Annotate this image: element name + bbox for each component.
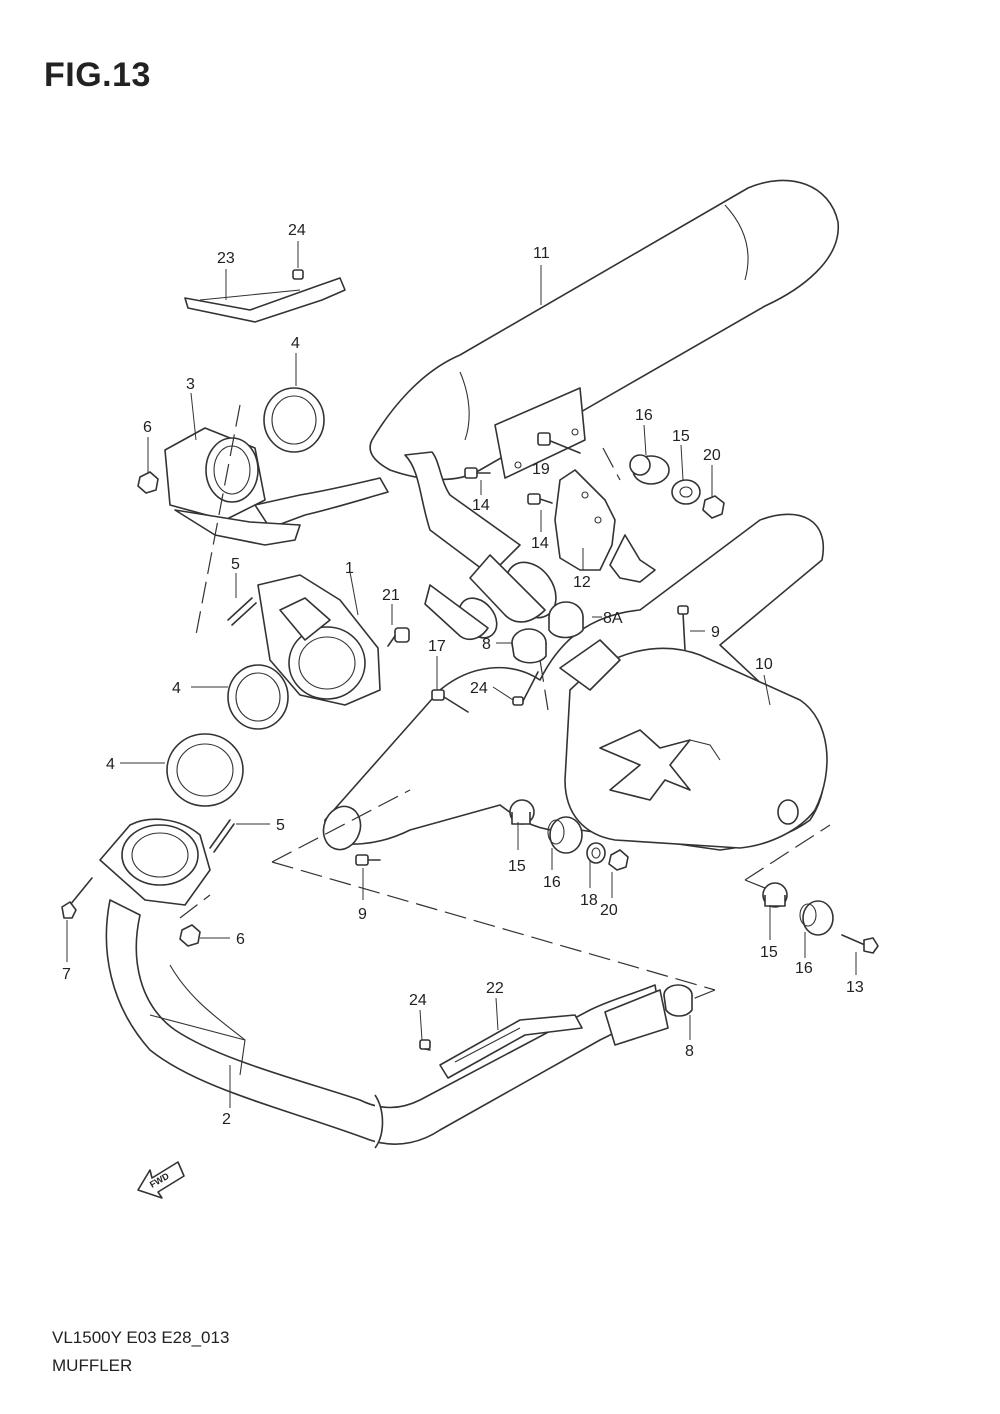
callout-14: 14 [531, 535, 549, 552]
callout-12: 12 [573, 574, 591, 591]
figure-name: MUFFLER [52, 1356, 133, 1375]
callout-21: 21 [382, 587, 400, 604]
callout-20: 20 [703, 447, 721, 464]
part-19-bracket-bolt[interactable] [494, 387, 586, 479]
callout-8: 8 [685, 1043, 694, 1060]
callout-20: 20 [600, 902, 618, 919]
callout-6: 6 [143, 419, 152, 436]
callout-16: 16 [543, 874, 561, 891]
part-11-rear-muffler[interactable] [369, 179, 839, 576]
part-4-gasket-upper[interactable] [263, 387, 325, 453]
callout-2: 2 [222, 1111, 231, 1128]
part-24-screw-middle[interactable] [512, 671, 539, 706]
part-14-bolt-upper[interactable] [464, 467, 491, 479]
part-13-bolt[interactable] [841, 934, 879, 954]
callout-4: 4 [291, 335, 300, 352]
callout-5: 5 [276, 817, 285, 834]
callout-23: 23 [217, 250, 235, 267]
callout-6: 6 [236, 931, 245, 948]
part-8-sleeve-upper[interactable] [511, 628, 547, 664]
part-20-nut-upper[interactable] [702, 495, 725, 519]
front-pipe-sections[interactable] [424, 553, 566, 645]
part-24-screw-upper[interactable] [292, 269, 304, 280]
callout-13: 13 [846, 979, 864, 996]
part-16-rubber-middle[interactable] [547, 816, 583, 854]
callout-5: 5 [231, 556, 240, 573]
callout-11: 11 [533, 245, 550, 262]
callout-18: 18 [580, 892, 598, 909]
part-1-exhaust-elbow[interactable] [257, 574, 381, 706]
part-16-rubber-lower[interactable] [799, 900, 834, 936]
callout-14: 14 [472, 497, 490, 514]
assembly-guide-lines [179, 404, 831, 1001]
part-10-lower-muffler[interactable] [318, 513, 828, 855]
part-5-stud-upper[interactable] [227, 597, 257, 626]
fwd-arrow: FWD [137, 1161, 185, 1199]
callout-4: 4 [106, 756, 115, 773]
part-8a-sleeve[interactable] [548, 601, 584, 639]
callout-16: 16 [795, 960, 813, 977]
part-15-collar-upper[interactable] [671, 479, 701, 505]
part-14-bolt-lower[interactable] [527, 493, 553, 505]
callout-24: 24 [409, 992, 427, 1009]
part-20-nut-middle[interactable] [608, 849, 629, 871]
part-4-gasket-middle[interactable] [227, 664, 289, 730]
part-16-rubber-upper[interactable] [629, 454, 670, 485]
part-9-bolt-lower[interactable] [355, 854, 381, 866]
figure-title: FIG.13 [44, 56, 151, 94]
leader-lines [66, 241, 857, 1108]
part-21-bolt[interactable] [387, 627, 410, 647]
part-4-gasket-lower[interactable] [166, 733, 244, 807]
part-6-nut-lower[interactable] [179, 924, 201, 947]
callout-7: 7 [62, 966, 71, 983]
callout-15: 15 [760, 944, 778, 961]
part-2-front-exhaust-pipe[interactable] [99, 818, 669, 1149]
callout-4: 4 [172, 680, 181, 697]
callout-9: 9 [358, 906, 367, 923]
part-12-bracket[interactable] [554, 469, 656, 583]
part-24-screw-lower[interactable] [419, 1039, 431, 1051]
callout-15: 15 [508, 858, 526, 875]
part-22-clamp-lower[interactable] [439, 1014, 583, 1079]
callout-24: 24 [470, 680, 488, 697]
callout-24: 24 [288, 222, 306, 239]
part-15-collar-lower[interactable] [762, 882, 788, 908]
callout-15: 15 [672, 428, 690, 445]
part-5-stud-lower[interactable] [209, 819, 235, 853]
callout-labels: 11 24 23 4 3 6 16 15 20 19 14 14 12 5 1 … [62, 222, 864, 1128]
part-3-exhaust-pipe[interactable] [164, 427, 389, 546]
callout-9: 9 [711, 624, 720, 641]
part-17-bolt[interactable] [431, 689, 469, 713]
callout-8: 8 [482, 636, 491, 653]
callout-16: 16 [635, 407, 653, 424]
part-18-washer[interactable] [586, 842, 606, 864]
callout-22: 22 [486, 980, 504, 997]
part-15-collar-middle[interactable] [509, 799, 535, 825]
callout-10: 10 [755, 656, 773, 673]
part-8-sleeve-lower[interactable] [663, 984, 693, 1017]
callout-17: 17 [428, 638, 446, 655]
part-23-clamp-upper[interactable] [184, 277, 346, 323]
part-9-bolt-upper[interactable] [677, 605, 689, 651]
part-7-bolt[interactable] [61, 877, 93, 919]
model-code: VL1500Y E03 E28_013 [52, 1328, 230, 1347]
callout-1: 1 [345, 560, 354, 577]
callout-3: 3 [186, 376, 195, 393]
part-6-nut-upper[interactable] [137, 471, 159, 494]
callout-8a: 8A [603, 610, 623, 627]
callout-19: 19 [532, 461, 550, 478]
